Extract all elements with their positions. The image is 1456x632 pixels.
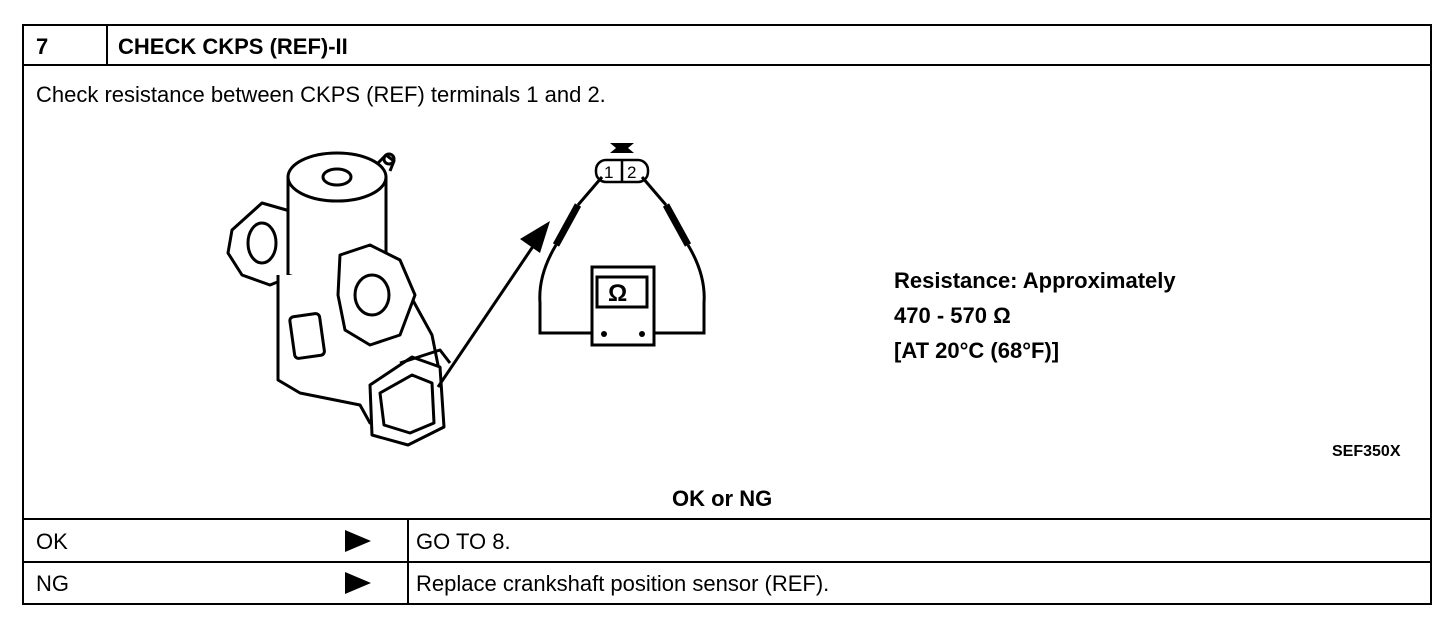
ohm-symbol: Ω [608, 280, 627, 307]
cylinder-cap [321, 167, 353, 187]
probe-right [640, 176, 668, 206]
terminal-1-label: 1 [604, 163, 613, 182]
result-ok-label: OK [36, 529, 68, 554]
lead-right [644, 244, 706, 335]
resistance-spec-label: Resistance: Approximately [894, 268, 1176, 293]
result-ng-action: Replace crankshaft position sensor (REF)… [416, 571, 830, 596]
sensor-measurement-illustration: 1 2 Ω [226, 143, 706, 447]
figure-code: SEF350X [1332, 443, 1401, 460]
inspection-table [22, 24, 1432, 605]
flange-bolt-hole [246, 221, 278, 265]
probe-left [576, 176, 604, 206]
result-ng-label: NG [36, 571, 69, 596]
lead-left [538, 244, 602, 335]
pointer-line [436, 238, 540, 388]
result-row-divider [22, 561, 1432, 563]
judgement-heading: OK or NG [672, 486, 773, 511]
header-divider [22, 64, 1432, 66]
terminal-2-label: 2 [627, 163, 636, 182]
pointer-arrowhead [520, 221, 550, 253]
housing-bolt-hole [353, 273, 391, 317]
ohmmeter-display [595, 275, 649, 309]
resistance-spec-range: 470 - 570 Ω [894, 303, 1011, 328]
arrow-right-icon [345, 530, 371, 552]
cylinder-top [286, 151, 388, 203]
housing-window [288, 312, 326, 360]
step-number: 7 [36, 34, 49, 59]
step-number-divider [106, 24, 108, 65]
result-table-top [22, 518, 1432, 520]
arrow-right-icon [345, 572, 371, 594]
instruction-text: Check resistance between CKPS (REF) term… [36, 82, 606, 107]
resistance-spec-temperature: [AT 20°C (68°F)] [894, 338, 1060, 363]
step-title: CHECK CKPS (REF)-II [118, 34, 348, 59]
result-column-divider [407, 518, 409, 605]
result-ok-action: GO TO 8. [416, 529, 511, 554]
